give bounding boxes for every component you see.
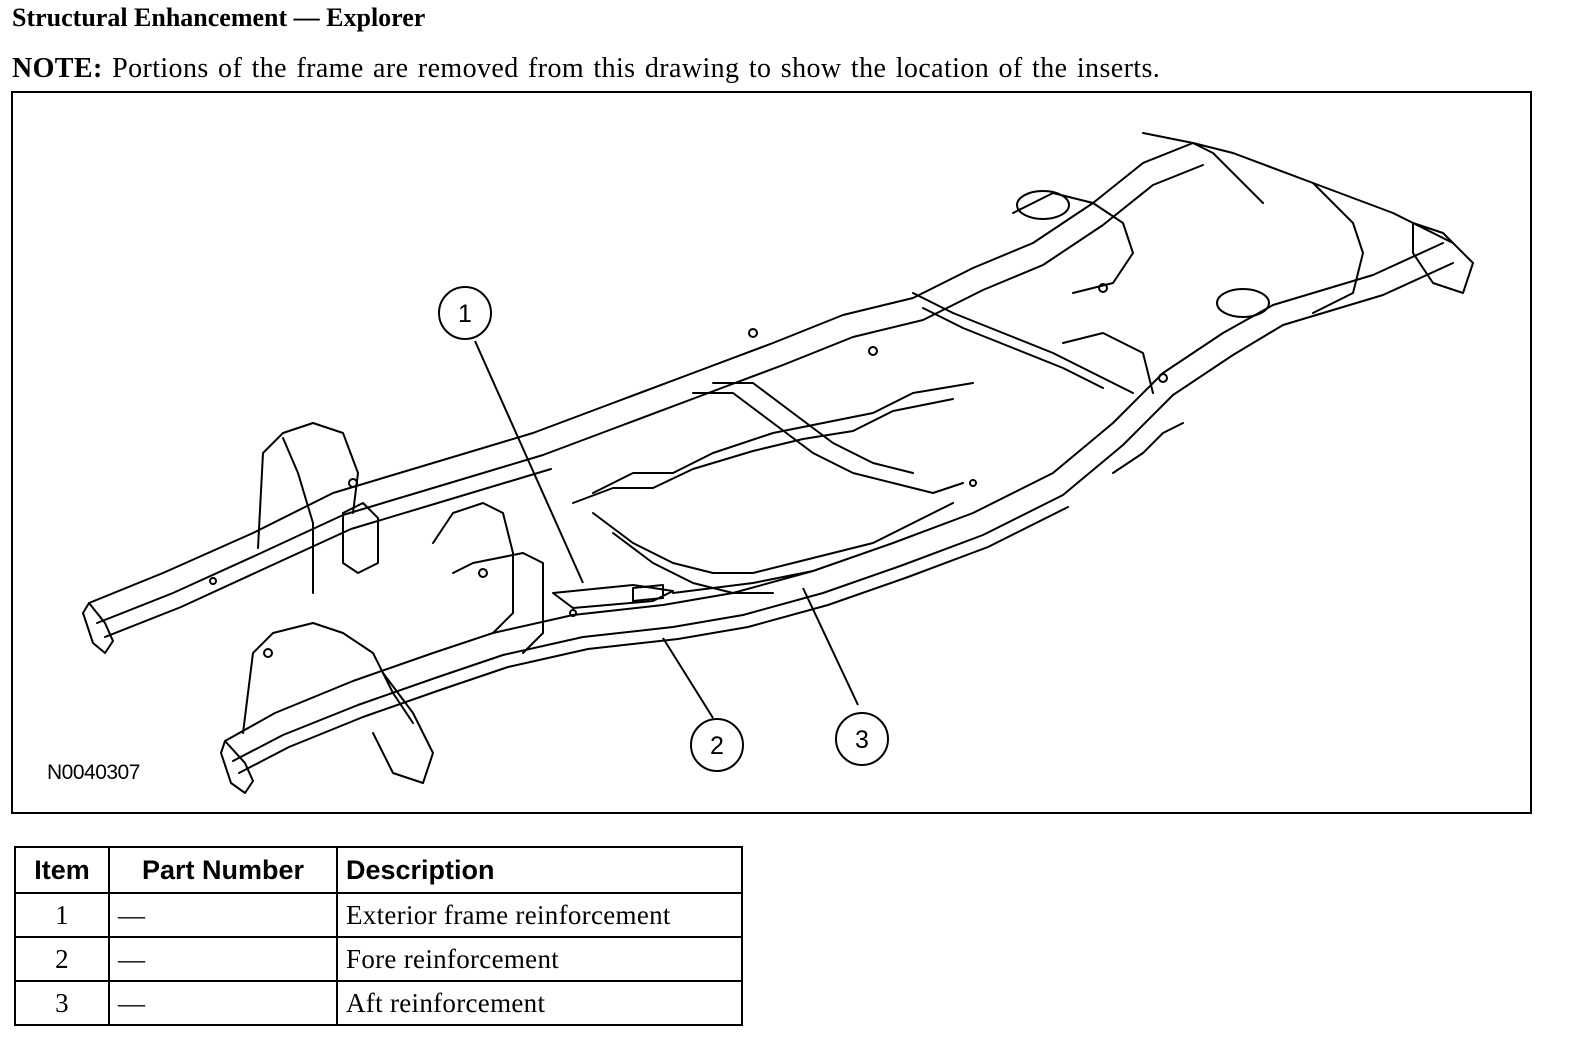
cell-item: 1 [14,892,110,938]
callout-1: 1 [438,286,492,340]
table-header-row: Item Part Number Description [14,846,743,894]
header-description: Description [336,846,743,894]
leader-1 [474,340,584,584]
cell-description: Aft reinforcement [336,980,743,1026]
cell-part-number: — [108,936,338,982]
callout-2: 2 [690,718,744,772]
cell-item: 3 [14,980,110,1026]
frame-rail-right [88,142,1454,604]
note-label: NOTE: [12,53,103,84]
leader-2 [662,637,714,719]
cell-description: Exterior frame reinforcement [336,892,743,938]
table-row: 3 — Aft reinforcement [14,980,743,1026]
callout-2-label: 2 [710,732,724,760]
cell-part-number: — [108,892,338,938]
parts-table: Item Part Number Description 1 — Exterio… [14,846,743,1026]
header-item: Item [14,846,110,894]
leader-3 [802,587,859,706]
note: NOTE: Portions of the frame are removed … [12,52,1160,86]
callout-3: 3 [835,712,889,766]
table-row: 2 — Fore reinforcement [14,936,743,982]
frame-rail-left [224,242,1444,742]
frame-illustration: 1 2 3 N0040307 [11,91,1532,814]
callout-3-label: 3 [855,726,869,754]
figure-id: N0040307 [47,761,140,784]
table-row: 1 — Exterior frame reinforcement [14,892,743,938]
callout-1-label: 1 [458,300,472,328]
note-text: Portions of the frame are removed from t… [112,53,1161,84]
callout-leaders [474,340,859,719]
cell-item: 2 [14,936,110,982]
page-title: Structural Enhancement — Explorer [12,3,426,32]
cell-description: Fore reinforcement [336,936,743,982]
header-part-number: Part Number [108,846,338,894]
cell-part-number: — [108,980,338,1026]
frame-drawing: 1 2 3 [82,132,1474,794]
